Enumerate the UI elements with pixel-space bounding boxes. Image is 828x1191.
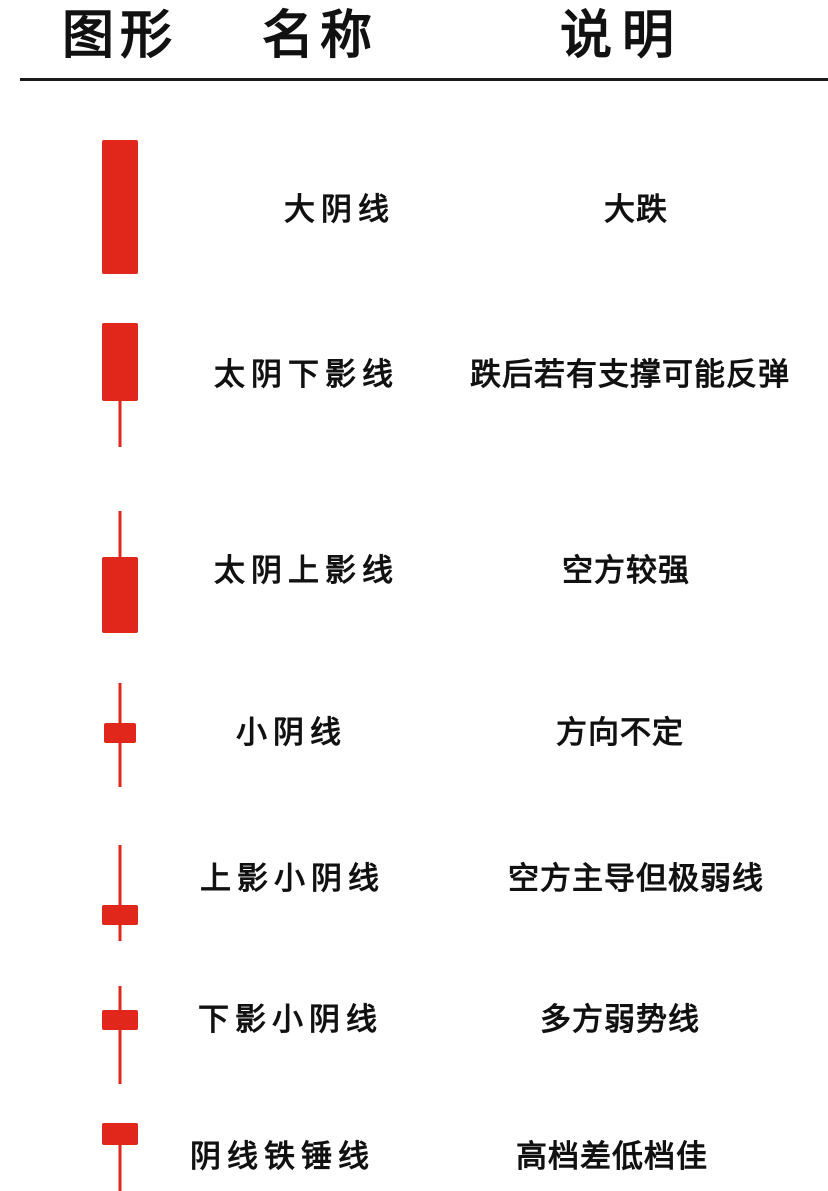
- header-name: 名称: [262, 6, 379, 66]
- table-row: 大阴线 大跌: [0, 130, 828, 290]
- candlestick-small-bearish-long-lower-icon: [80, 980, 160, 1090]
- header-divider: [20, 78, 828, 81]
- row-name: 太阴上影线: [214, 553, 399, 589]
- table-row: 太阴上影线 空方较强: [0, 505, 828, 645]
- row-name: 下影小阴线: [198, 1002, 383, 1038]
- table-row: 下影小阴线 多方弱势线: [0, 980, 828, 1090]
- row-name: 大阴线: [284, 192, 395, 228]
- row-description: 跌后若有支撑可能反弹: [470, 357, 790, 393]
- row-description: 方向不定: [556, 715, 684, 751]
- candlestick-bearish-hammer-icon: [80, 1115, 160, 1191]
- row-name: 太阴下影线: [214, 357, 399, 393]
- candlestick-bearish-lower-shadow-icon: [80, 315, 160, 455]
- row-description: 空方主导但极弱线: [508, 861, 764, 897]
- candlestick-bearish-upper-shadow-icon: [80, 505, 160, 645]
- header-figure: 图形: [62, 6, 179, 66]
- candlestick-small-bearish-long-upper-icon: [80, 835, 160, 955]
- row-description: 空方较强: [562, 553, 690, 589]
- table-row: 小阴线 方向不定: [0, 675, 828, 795]
- row-description: 多方弱势线: [540, 1002, 700, 1038]
- table-row: 阴线铁锤线 高档差低档佳: [0, 1115, 828, 1191]
- header-description: 说明: [560, 6, 685, 66]
- table-row: 太阴下影线 跌后若有支撑可能反弹: [0, 315, 828, 455]
- row-name: 阴线铁锤线: [190, 1139, 375, 1175]
- table-header: 图形 名称 说明: [0, 0, 828, 84]
- row-description: 大跌: [604, 192, 668, 228]
- row-name: 上影小阴线: [200, 861, 385, 897]
- candlestick-long-bearish-no-shadow-icon: [80, 130, 160, 290]
- table-row: 上影小阴线 空方主导但极弱线: [0, 835, 828, 955]
- candlestick-small-bearish-both-shadows-icon: [80, 675, 160, 795]
- row-name: 小阴线: [236, 715, 347, 751]
- row-description: 高档差低档佳: [516, 1139, 708, 1175]
